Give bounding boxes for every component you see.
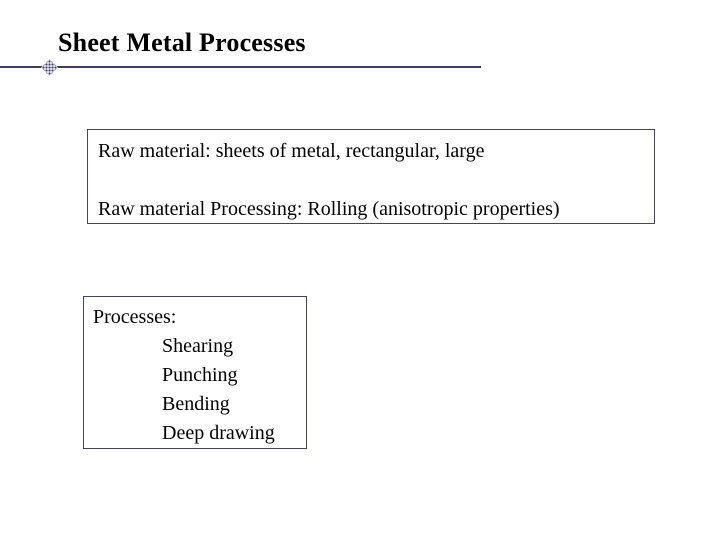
slide-title: Sheet Metal Processes — [58, 28, 306, 57]
raw-material-line: Raw material: sheets of metal, rectangul… — [98, 140, 485, 162]
textbox-raw-material: Raw material: sheets of metal, rectangul… — [87, 129, 655, 224]
raw-material-processing-line: Raw material Processing: Rolling (anisot… — [98, 198, 560, 220]
title-divider-line — [0, 66, 481, 68]
dotted-diamond-icon — [41, 59, 58, 76]
process-item: Bending — [162, 393, 230, 415]
process-item: Shearing — [162, 335, 234, 357]
processes-heading: Processes: — [93, 306, 177, 328]
textbox-processes: Processes: Shearing Punching Bending Dee… — [83, 296, 307, 449]
process-item: Punching — [162, 364, 238, 386]
process-item: Deep drawing — [162, 422, 275, 444]
